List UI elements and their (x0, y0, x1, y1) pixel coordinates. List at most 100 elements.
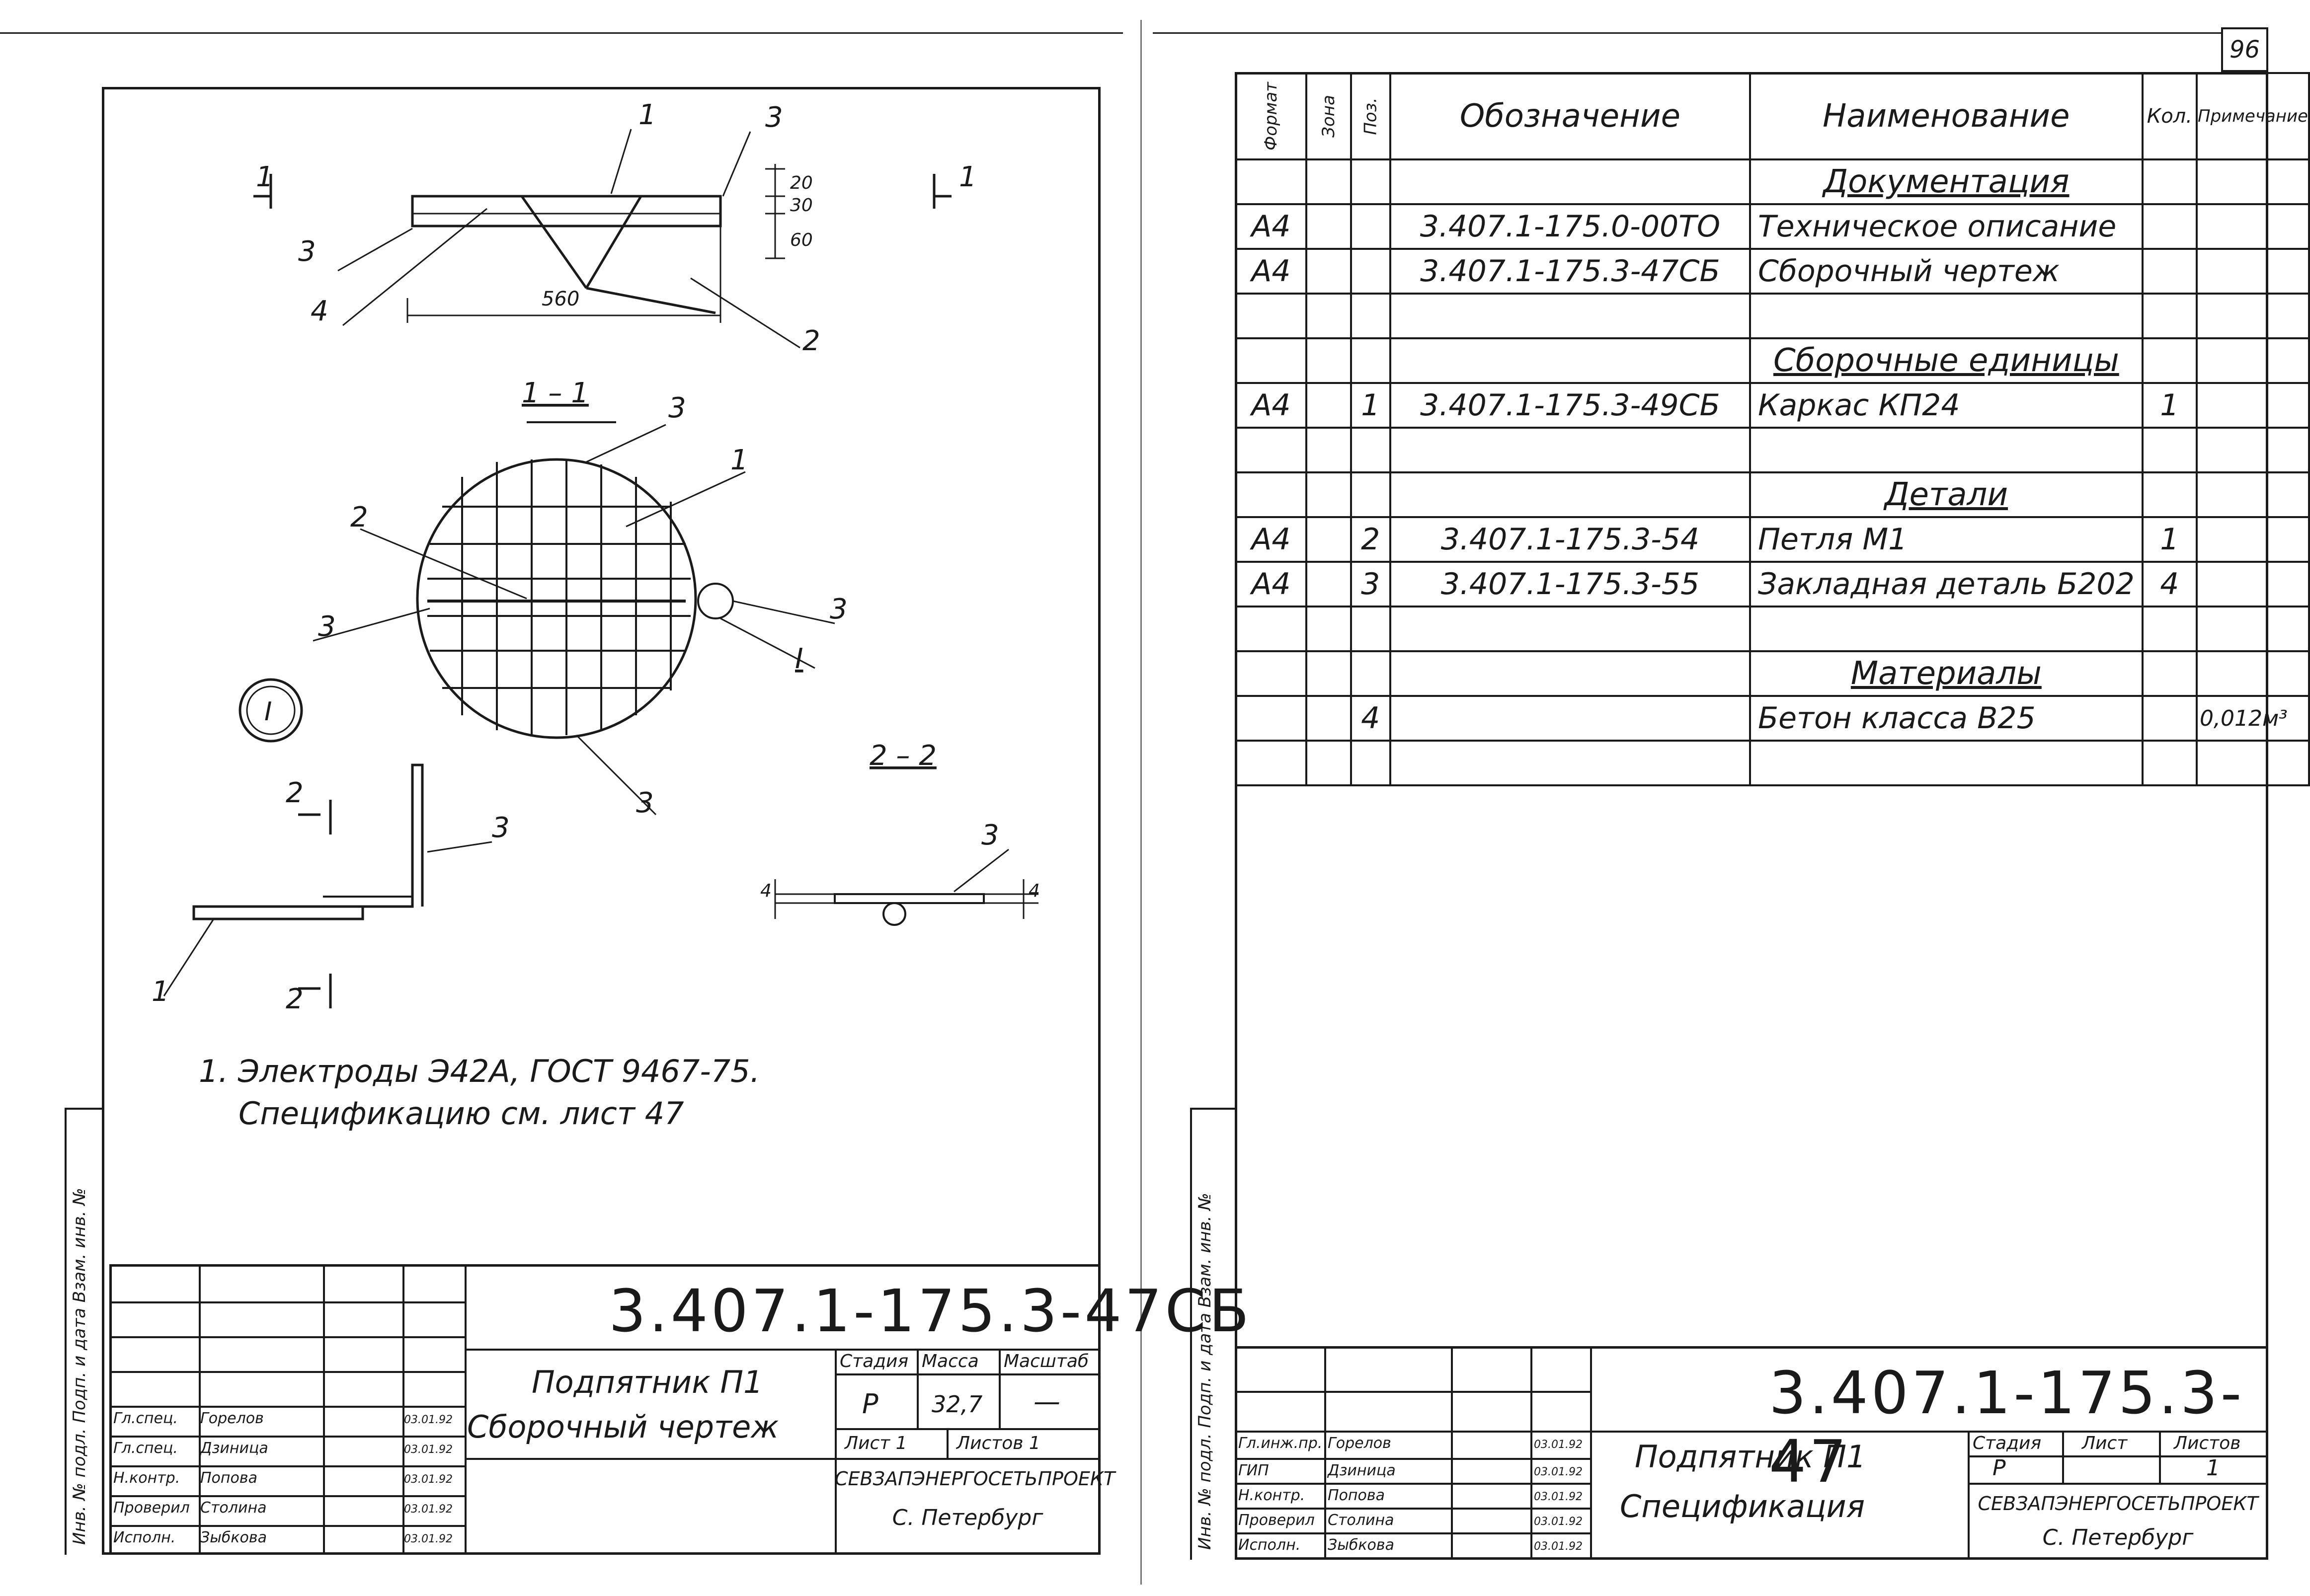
spec-cell-format (1235, 471, 1307, 518)
left-city: С. Петербург (892, 1505, 1043, 1530)
spec-cell-pos (1350, 337, 1391, 384)
header-zone: Зона (1305, 72, 1352, 160)
spec-cell-format (1235, 158, 1307, 205)
left-tb-sign-h7 (109, 1495, 465, 1497)
left-doc-name-2: Сборочный чертеж (467, 1409, 779, 1445)
spec-cell-format (1235, 695, 1307, 742)
right-tb-sign-h1 (1235, 1391, 1590, 1393)
right-side-label: Инв. № подл. Подп. и дата Взам. инв. № (1195, 1193, 1215, 1550)
spec-cell-format: А4 (1235, 382, 1307, 429)
left-signer-2-date: 03.01.92 (404, 1444, 453, 1456)
spec-cell-name: Каркас КП24 (1749, 382, 2144, 429)
spec-section-title: Сборочные единицы (1749, 337, 2144, 384)
spec-cell-name (1749, 427, 2144, 473)
spec-cell-format: А4 (1235, 561, 1307, 608)
right-signer-5-name: Зыбкова (1328, 1536, 1394, 1554)
left-tb-sign-h8 (109, 1525, 465, 1527)
spec-cell-designation (1389, 337, 1751, 384)
spec-section-title: Материалы (1749, 650, 2144, 697)
cut-label-top-left: 1 (256, 161, 274, 193)
spec-cell-pos (1350, 293, 1391, 339)
right-signer-1-role: Гл.инж.пр. (1238, 1435, 1323, 1452)
spec-cell-name: Бетон класса В25 (1749, 695, 2144, 742)
spec-cell-name: Техническое описание (1749, 203, 2144, 250)
left-tb-h4 (835, 1428, 1101, 1430)
right-tb-v2 (1968, 1431, 1970, 1560)
spec-cell-note (2196, 606, 2310, 652)
left-tb-v2 (835, 1349, 837, 1555)
left-tb-sign-h1 (109, 1301, 465, 1303)
left-side-strip-border (65, 1108, 67, 1555)
left-mass-label: Масса (922, 1351, 979, 1371)
spec-cell-qty: 1 (2141, 382, 2198, 429)
callout-j: 3 (830, 593, 848, 625)
spec-row (1235, 606, 2310, 652)
spec-cell-designation: 3.407.1-175.3-49СБ (1389, 382, 1751, 429)
dim-560: 560 (542, 288, 579, 310)
spec-cell-zone (1305, 337, 1352, 384)
top-rule-right (1153, 32, 2221, 34)
spec-cell-pos (1350, 471, 1391, 518)
right-org: СЕВЗАПЭНЕРГОСЕТЬПРОЕКТ (1978, 1493, 2258, 1515)
header-note: Примечание (2196, 72, 2310, 160)
note-line-1: 1. Электроды Э42А, ГОСТ 9467-75. (199, 1053, 760, 1089)
detail-mark-circle (697, 583, 734, 619)
spec-cell-format: А4 (1235, 203, 1307, 250)
callout-h: 2 (350, 501, 368, 533)
spec-cell-zone (1305, 650, 1352, 697)
right-tb-sign-h2 (1235, 1431, 1590, 1433)
left-signer-3-date: 03.01.92 (404, 1473, 453, 1486)
cut-label-top-right: 1 (959, 161, 977, 193)
spec-cell-designation (1389, 695, 1751, 742)
spec-row (1235, 293, 2310, 339)
spec-cell-format: А4 (1235, 516, 1307, 563)
spec-cell-pos: 3 (1350, 561, 1391, 608)
detail-tag: I (795, 643, 803, 675)
right-tb-v3 (2062, 1431, 2064, 1483)
spec-cell-qty (2141, 427, 2198, 473)
slab-elevation (411, 195, 722, 228)
spec-cell-note (2196, 203, 2310, 250)
spec-cell-zone (1305, 382, 1352, 429)
spec-cell-note (2196, 382, 2310, 429)
center-fold-line (1140, 20, 1142, 1585)
left-signer-5-role: Исполн. (113, 1529, 176, 1546)
spec-cell-pos (1350, 248, 1391, 295)
spec-cell-format (1235, 293, 1307, 339)
cut-label-2-top: 2 (286, 777, 304, 809)
right-tb-h3 (1968, 1483, 2268, 1485)
left-sheet-label: Лист 1 (845, 1433, 907, 1453)
left-side-strip-top (65, 1108, 104, 1110)
right-stage-label: Стадия (1973, 1433, 2042, 1453)
dim-4b: 4 (1029, 881, 1040, 901)
callout-l: 3 (492, 812, 510, 844)
spec-section-row: Детали (1235, 471, 2310, 518)
right-tb-sign-h6 (1235, 1532, 1590, 1534)
spec-cell-pos (1350, 650, 1391, 697)
spec-cell-zone (1305, 740, 1352, 786)
cut-label-2-bottom: 2 (286, 983, 304, 1015)
spec-header-row: Формат Зона Поз. Обозначение Наименовани… (1235, 72, 2310, 160)
left-signer-4-name: Столина (200, 1499, 267, 1517)
left-sheets-label: Листов 1 (956, 1433, 1040, 1453)
spec-cell-qty: 1 (2141, 516, 2198, 563)
right-signer-4-date: 03.01.92 (1534, 1516, 1583, 1528)
spec-cell-pos: 4 (1350, 695, 1391, 742)
spec-cell-note: 0,012м³ (2196, 695, 2310, 742)
left-signer-1-date: 03.01.92 (404, 1414, 453, 1426)
spec-cell-name: Закладная деталь Б202 (1749, 561, 2144, 608)
left-tb-sign-h6 (109, 1465, 465, 1467)
callout-f: 3 (668, 392, 686, 424)
left-stage-value: Р (862, 1388, 878, 1420)
spec-cell-qty (2141, 337, 2198, 384)
spec-cell-note (2196, 293, 2310, 339)
spec-cell-note (2196, 471, 2310, 518)
left-signer-4-date: 03.01.92 (404, 1503, 453, 1516)
right-tb-h2 (1968, 1455, 2268, 1457)
specification-table: Формат Зона Поз. Обозначение Наименовани… (1235, 72, 2310, 786)
